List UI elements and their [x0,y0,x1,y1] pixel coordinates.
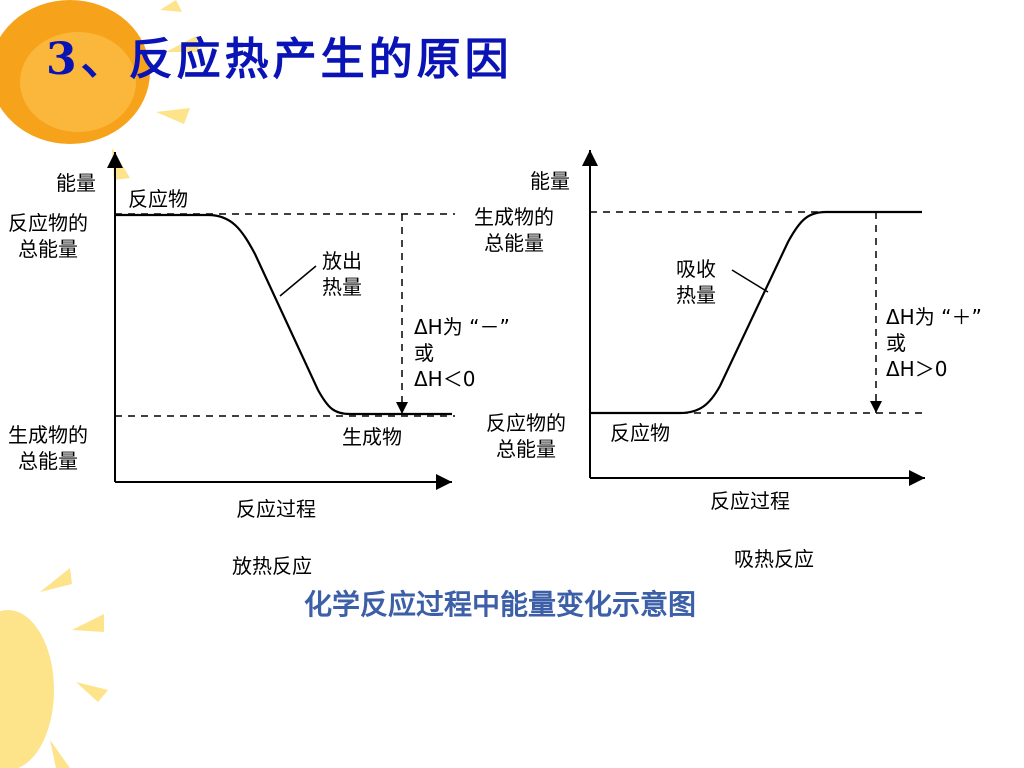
exo-release-pointer [279,265,317,297]
sun-ray-3 [156,108,190,124]
endothermic-diagram [582,150,925,486]
slide-title: 3、反应热产生的原因 [46,34,513,85]
endo-energy-curve [590,210,922,415]
endo-product-energy-label: 生成物的 总能量 [474,205,554,255]
exo-y-axis-label: 能量 [56,171,96,195]
exo-delta-h-label: ΔH为 “－” 或 ΔH＜0 [414,315,510,391]
endo-reactant-label: 反应物 [610,421,670,445]
figure-caption: 化学反应过程中能量变化示意图 [303,588,696,621]
exo-release-label: 放出 热量 [322,249,362,299]
exo-product-label: 生成物 [342,425,402,449]
sun-ray-6 [72,614,104,632]
endo-absorb-label: 吸收 热量 [676,257,716,307]
sun-ray-8 [50,740,70,768]
sun-ray-2 [166,36,200,52]
exo-energy-curve [115,213,452,416]
sun-disc-bottom [0,610,54,768]
endo-absorb-pointer [731,269,769,293]
endo-reactant-energy-label: 反应物的 总能量 [486,411,566,461]
endo-x-axis-label: 反应过程 [710,489,790,513]
sun-disc-top-highlight [20,32,136,132]
exothermic-diagram [107,152,455,490]
sun-ray-5 [40,568,72,592]
exo-diagram-caption: 放热反应 [232,554,312,578]
sun-ray-1 [160,0,182,12]
endo-diagram-caption: 吸热反应 [734,547,814,571]
exo-x-axis-label: 反应过程 [236,497,316,521]
endo-delta-h-label: ΔH为 “＋” 或 ΔH＞0 [886,305,982,381]
exo-product-energy-label: 生成物的 总能量 [8,423,88,473]
exo-reactant-label: 反应物 [128,187,188,211]
exo-reactant-energy-label: 反应物的 总能量 [8,211,88,261]
sun-ray-7 [76,682,108,702]
endo-y-axis-label: 能量 [530,169,570,193]
